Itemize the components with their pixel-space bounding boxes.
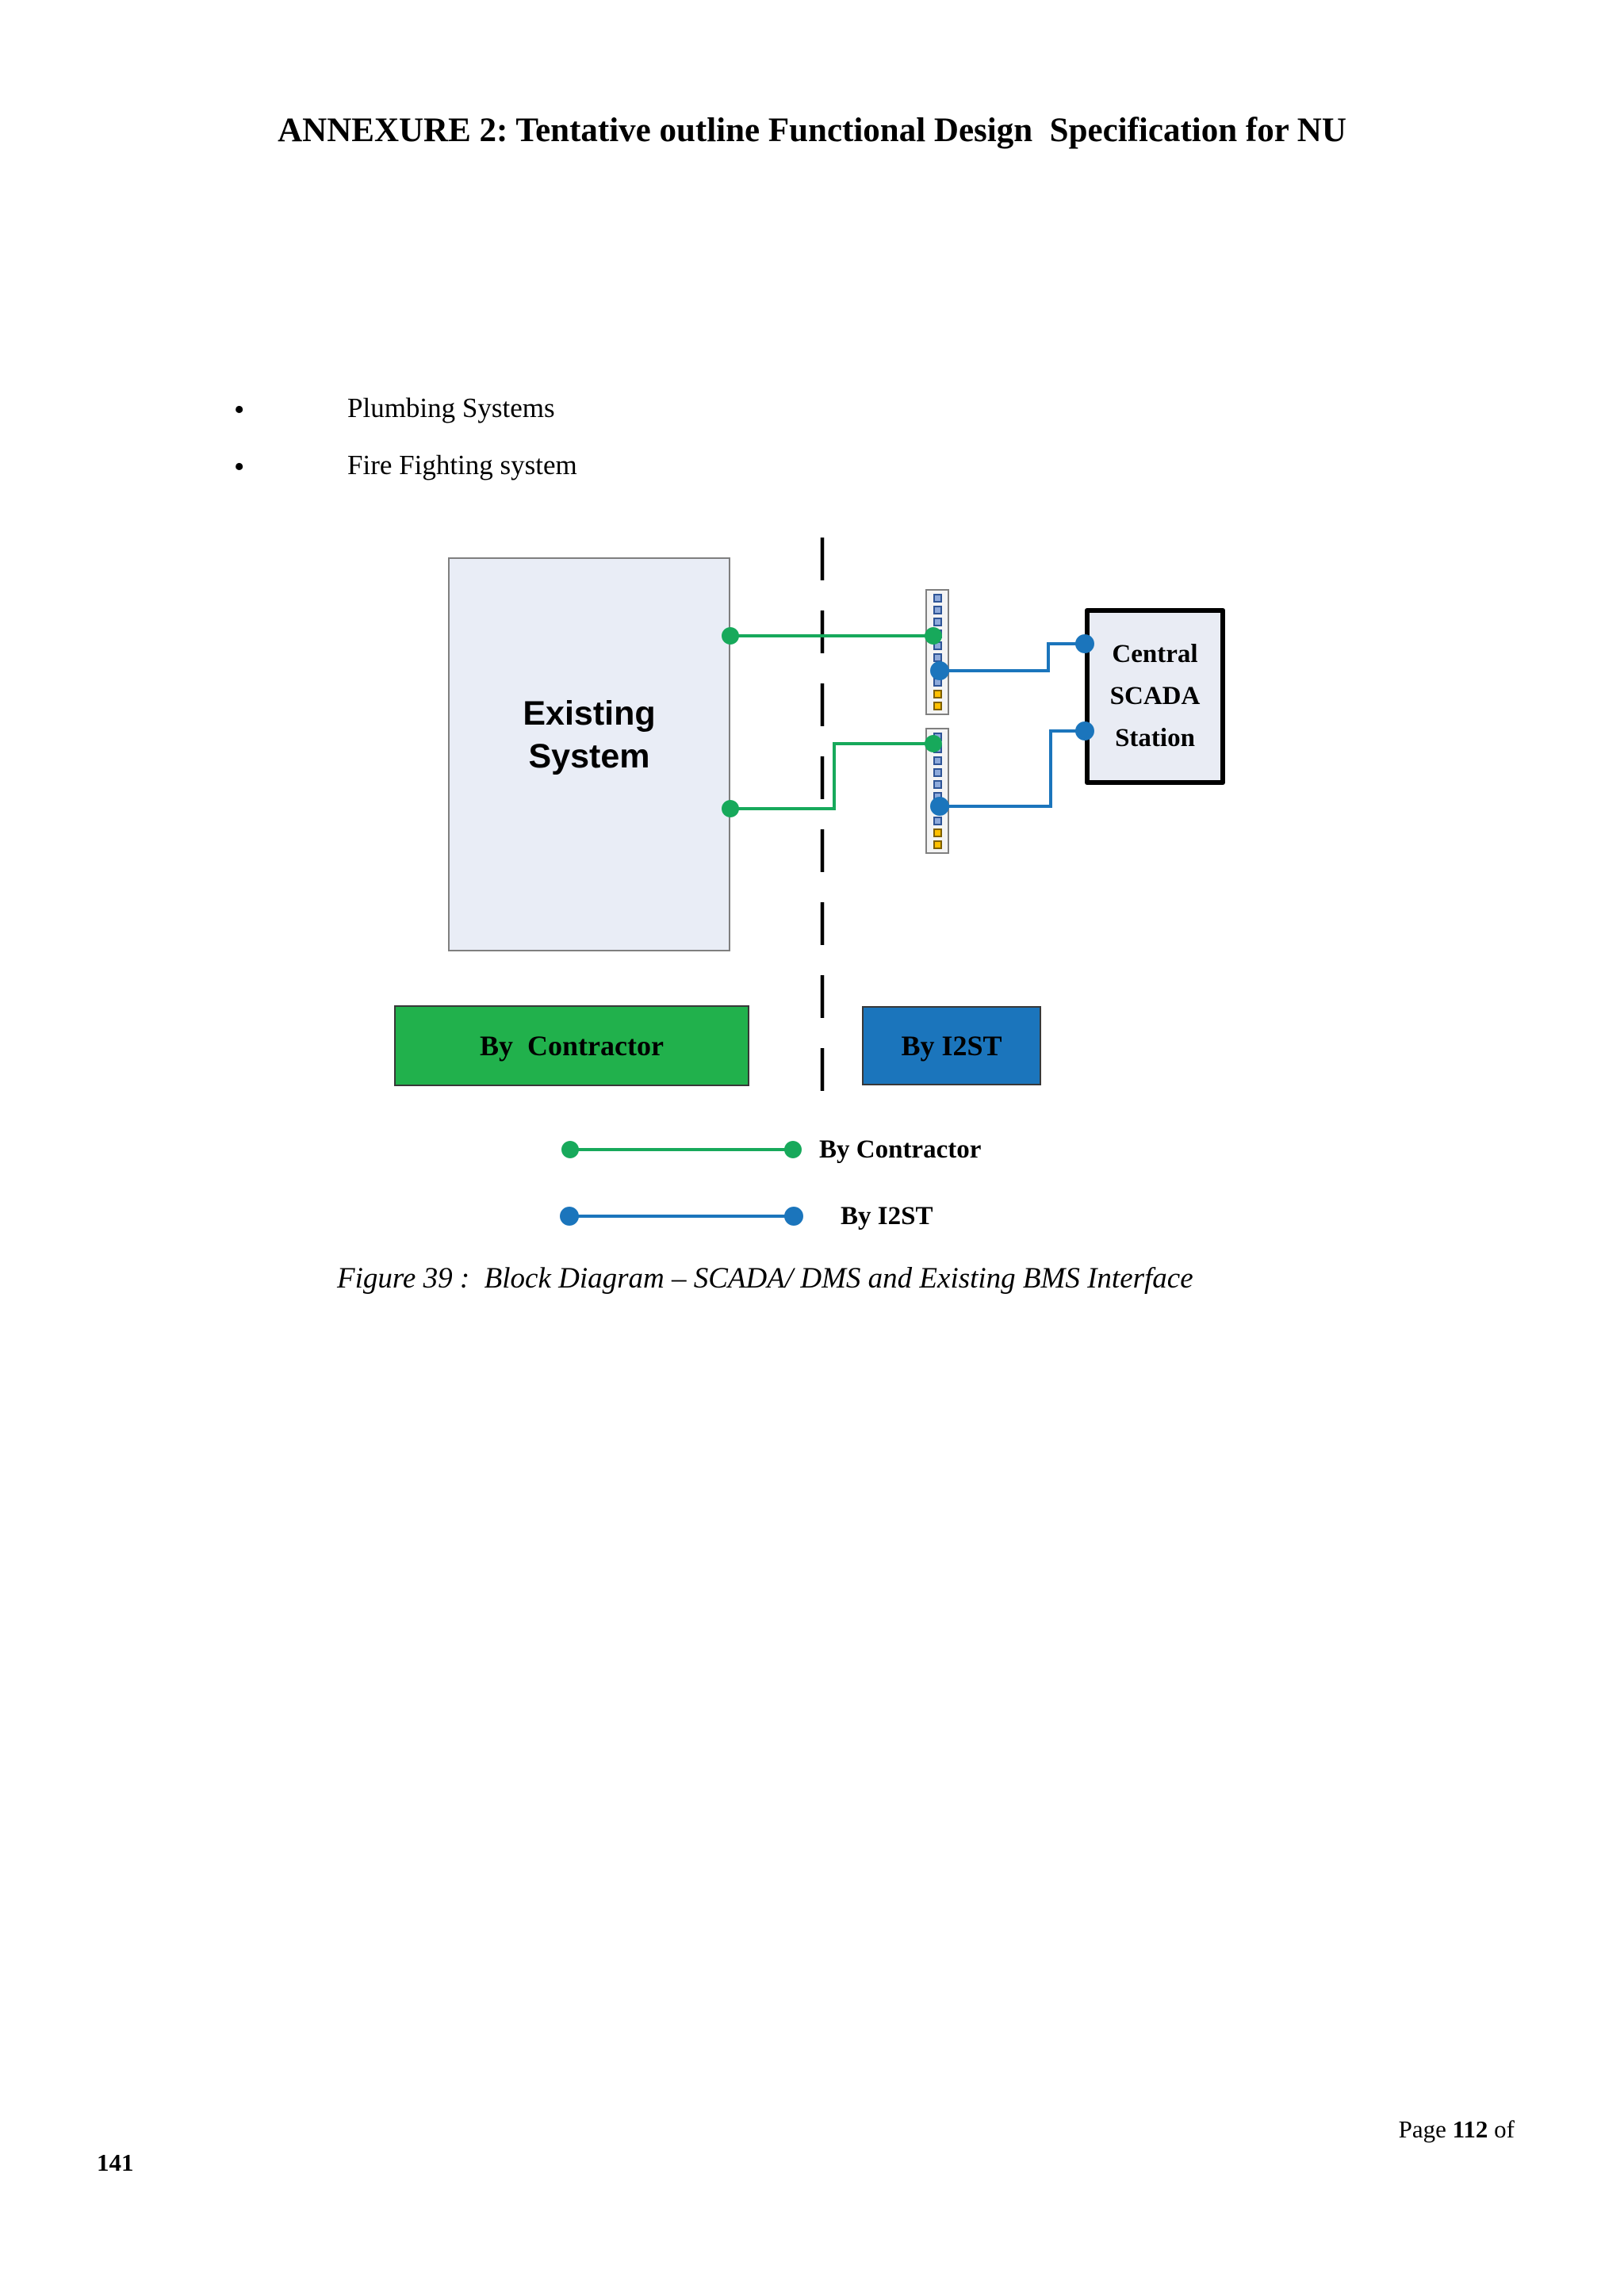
terminal-square xyxy=(933,840,942,849)
terminal-strip-lower xyxy=(925,728,949,854)
existing-system-label: Existing System xyxy=(523,694,656,775)
terminal-square xyxy=(933,768,942,778)
terminal-square xyxy=(933,701,942,710)
footer-page-number: 112 xyxy=(1452,2115,1488,2143)
legend-dot-blue xyxy=(784,1207,803,1226)
terminal-square xyxy=(933,689,942,698)
terminal-square xyxy=(933,594,942,603)
terminal-square xyxy=(933,780,942,790)
central-scada-station-label: Central SCADA Station xyxy=(1109,640,1201,752)
bullet-marker: • xyxy=(234,393,245,427)
legend-dot-green xyxy=(784,1141,802,1158)
legend-dot-blue xyxy=(560,1207,579,1226)
terminal-square xyxy=(933,653,942,663)
terminal-square xyxy=(933,792,942,802)
by-i2st-box: By I2ST xyxy=(862,1006,1041,1085)
footer-page-label: Page 112 of xyxy=(1399,2115,1515,2144)
terminal-square xyxy=(933,629,942,639)
figure-caption: Figure 39 : Block Diagram – SCADA/ DMS a… xyxy=(337,1262,1193,1295)
bullet-label-plumbing: Plumbing Systems xyxy=(347,392,555,423)
terminal-square xyxy=(933,641,942,651)
terminal-square xyxy=(933,816,942,825)
footer-page-prefix: Page xyxy=(1398,2115,1453,2143)
bullet-label-fire-fighting: Fire Fighting system xyxy=(347,450,577,480)
terminal-square xyxy=(933,828,942,837)
footer-total-pages: 141 xyxy=(97,2149,134,2176)
by-contractor-box-label: By Contractor xyxy=(480,1030,664,1062)
green-connector-lower xyxy=(730,742,933,810)
legend-dot-green xyxy=(561,1141,579,1158)
blue-connector-lower xyxy=(940,729,1085,808)
terminal-square xyxy=(933,677,942,687)
footer-page-suffix: of xyxy=(1488,2115,1515,2143)
bullet-marker: • xyxy=(234,450,245,484)
terminal-square xyxy=(933,744,942,754)
existing-system-box: Existing System xyxy=(448,557,730,951)
legend-label-by-i2st: By I2ST xyxy=(841,1202,933,1230)
by-contractor-box: By Contractor xyxy=(394,1005,749,1086)
by-i2st-box-label: By I2ST xyxy=(901,1030,1002,1062)
page-title: ANNEXURE 2: Tentative outline Functional… xyxy=(278,112,1346,149)
terminal-square xyxy=(933,618,942,627)
terminal-square xyxy=(933,756,942,766)
legend-label-by-contractor: By Contractor xyxy=(819,1135,982,1164)
central-scada-station-box: Central SCADA Station xyxy=(1085,608,1225,785)
terminal-strip-upper xyxy=(925,589,949,715)
terminal-square xyxy=(933,665,942,675)
terminal-square xyxy=(933,804,942,813)
terminal-square xyxy=(933,606,942,615)
terminal-square xyxy=(933,733,942,742)
blue-connector-upper xyxy=(940,642,1085,672)
